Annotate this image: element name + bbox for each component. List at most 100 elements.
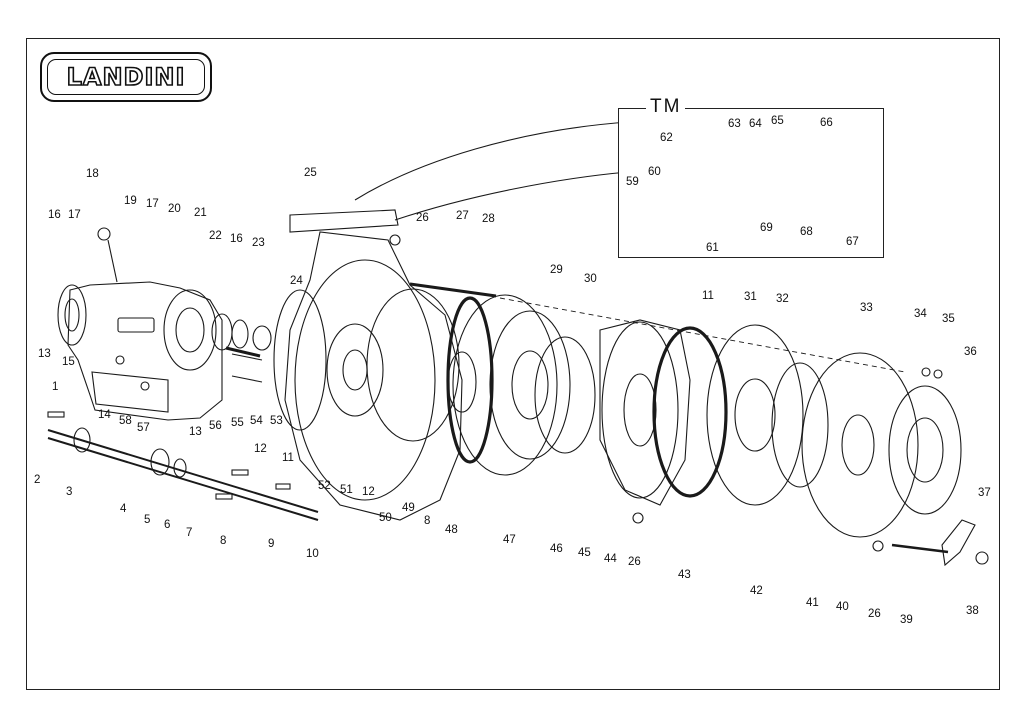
tm-detail-title: TM bbox=[646, 96, 686, 118]
o-ring-part bbox=[652, 326, 728, 498]
callout-label: 66 bbox=[820, 117, 833, 129]
bracket-part bbox=[941, 519, 976, 567]
stud-part bbox=[225, 346, 261, 358]
callout-label: 38 bbox=[966, 605, 979, 617]
callout-label: 52 bbox=[318, 480, 331, 492]
callout-label: 42 bbox=[750, 585, 763, 597]
callout-label: 20 bbox=[168, 203, 181, 215]
callout-label: 67 bbox=[846, 236, 859, 248]
callout-label: 41 bbox=[806, 597, 819, 609]
callout-label: 17 bbox=[146, 198, 159, 210]
callout-label: 56 bbox=[209, 420, 222, 432]
callout-label: 8 bbox=[424, 515, 431, 527]
gearbox-housing-part bbox=[57, 281, 223, 421]
impeller-stage-part bbox=[447, 294, 571, 476]
nut-part bbox=[975, 551, 989, 565]
callout-label: 5 bbox=[144, 514, 151, 526]
callout-label: 16 bbox=[48, 209, 61, 221]
callout-label: 7 bbox=[186, 527, 193, 539]
detail-leader-curve bbox=[394, 171, 629, 221]
callout-label: 40 bbox=[836, 601, 849, 613]
callout-label: 34 bbox=[914, 308, 927, 320]
callout-label: 13 bbox=[38, 348, 51, 360]
callout-label: 4 bbox=[120, 503, 127, 515]
callout-label: 55 bbox=[231, 417, 244, 429]
assembly-axis-dashed bbox=[499, 297, 906, 373]
callout-label: 57 bbox=[137, 422, 150, 434]
callout-label: 26 bbox=[868, 608, 881, 620]
callout-label: 54 bbox=[250, 415, 263, 427]
callout-label: 30 bbox=[584, 273, 597, 285]
callout-label: 60 bbox=[648, 166, 661, 178]
callout-label: 27 bbox=[456, 210, 469, 222]
callout-label: 19 bbox=[124, 195, 137, 207]
callout-label: 51 bbox=[340, 484, 353, 496]
callout-label: 8 bbox=[220, 535, 227, 547]
callout-label: 39 bbox=[900, 614, 913, 626]
callout-label: 50 bbox=[379, 512, 392, 524]
callout-label: 59 bbox=[626, 176, 639, 188]
callout-label: 6 bbox=[164, 519, 171, 531]
dipstick-part bbox=[97, 227, 118, 283]
callout-label: 2 bbox=[34, 474, 41, 486]
nut-part bbox=[389, 234, 401, 246]
callout-label: 49 bbox=[402, 502, 415, 514]
callout-label: 31 bbox=[744, 291, 757, 303]
callout-label: 58 bbox=[119, 415, 132, 427]
bolt-part bbox=[891, 543, 949, 554]
key-part bbox=[47, 411, 65, 418]
callout-label: 46 bbox=[550, 543, 563, 555]
callout-label: 12 bbox=[362, 486, 375, 498]
wear-plate-part bbox=[366, 288, 460, 442]
callout-label: 43 bbox=[678, 569, 691, 581]
callout-label: 23 bbox=[252, 237, 265, 249]
callout-label: 32 bbox=[776, 293, 789, 305]
callout-label: 28 bbox=[482, 213, 495, 225]
callout-label: 11 bbox=[282, 452, 294, 464]
callout-label: 11 bbox=[702, 290, 714, 302]
callout-label: 35 bbox=[942, 313, 955, 325]
callout-label: 26 bbox=[628, 556, 641, 568]
nut-part bbox=[872, 540, 884, 552]
tm-detail-box bbox=[618, 108, 884, 258]
end-cover-part bbox=[801, 352, 962, 538]
logo-text: LANDINI bbox=[66, 62, 186, 92]
callout-label: 69 bbox=[760, 222, 773, 234]
stage-body-part bbox=[599, 319, 691, 506]
callout-label: 3 bbox=[66, 486, 73, 498]
callout-label: 63 bbox=[728, 118, 741, 130]
callout-label: 10 bbox=[306, 548, 319, 560]
gasket-part bbox=[273, 289, 327, 431]
callout-label: 26 bbox=[416, 212, 429, 224]
landini-logo: LANDINI bbox=[40, 52, 212, 102]
callout-label: 53 bbox=[270, 415, 283, 427]
callout-label: 17 bbox=[68, 209, 81, 221]
callout-label: 18 bbox=[86, 168, 99, 180]
nut-part bbox=[632, 512, 644, 524]
callout-label: 16 bbox=[230, 233, 243, 245]
o-ring-part bbox=[446, 296, 494, 464]
callout-label: 22 bbox=[209, 230, 222, 242]
logo-inner-border: LANDINI bbox=[47, 59, 205, 95]
callout-label: 65 bbox=[771, 115, 784, 127]
callout-label: 36 bbox=[964, 346, 977, 358]
diffuser-part bbox=[534, 336, 596, 454]
key-part bbox=[275, 483, 291, 490]
callout-label: 48 bbox=[445, 524, 458, 536]
callout-label: 37 bbox=[978, 487, 991, 499]
callout-label: 47 bbox=[503, 534, 516, 546]
callout-label: 25 bbox=[304, 167, 317, 179]
pump-casing-part bbox=[284, 209, 463, 521]
callout-label: 14 bbox=[98, 409, 111, 421]
callout-label: 9 bbox=[268, 538, 275, 550]
callout-label: 45 bbox=[578, 547, 591, 559]
nut-part bbox=[933, 369, 943, 379]
callout-label: 68 bbox=[800, 226, 813, 238]
callout-label: 29 bbox=[550, 264, 563, 276]
drawing-frame bbox=[26, 38, 1000, 690]
callout-label: 24 bbox=[290, 275, 303, 287]
callout-label: 1 bbox=[52, 381, 59, 393]
key-part bbox=[215, 493, 233, 500]
stage-part bbox=[706, 324, 829, 506]
nut-part bbox=[921, 367, 931, 377]
